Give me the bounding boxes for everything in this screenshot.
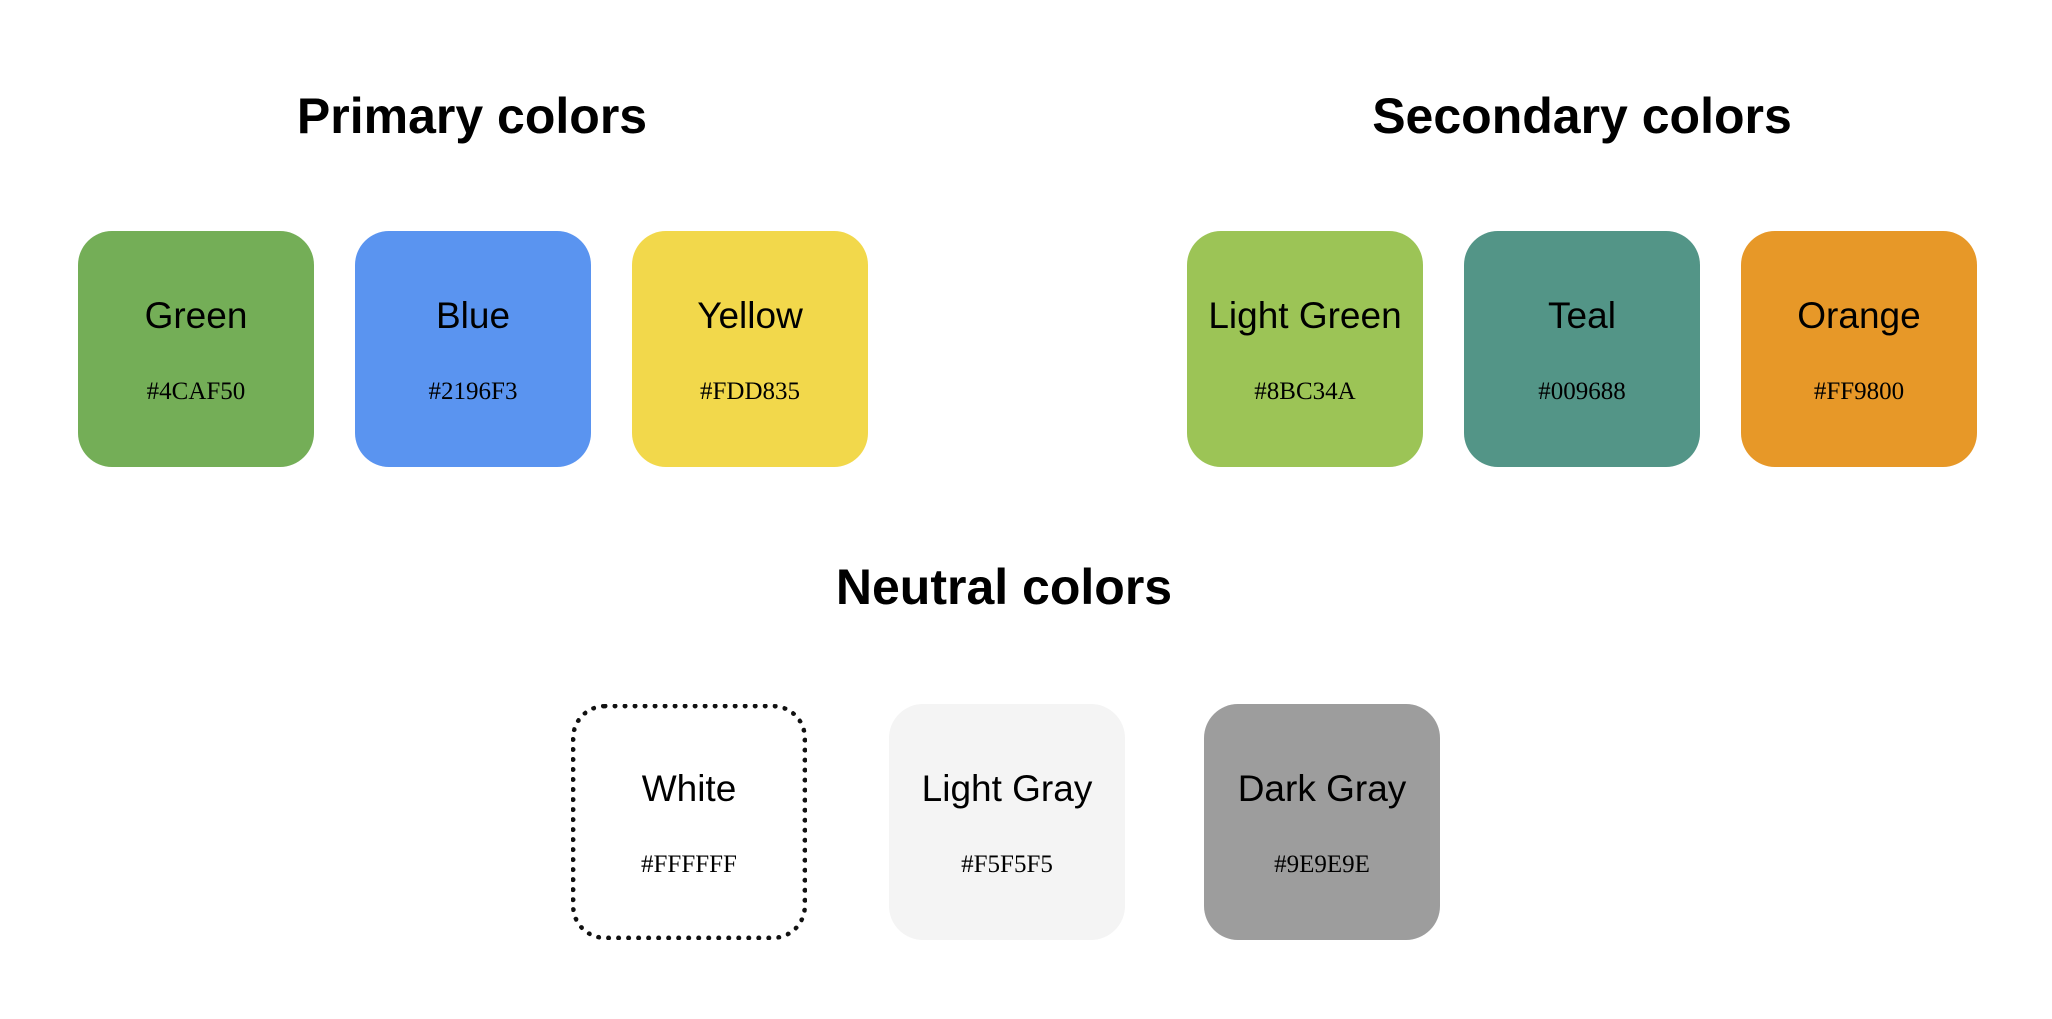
primary-colors-title: Primary colors: [296, 88, 648, 144]
swatch-white: White #FFFFFF: [571, 704, 807, 940]
swatch-name: Orange: [1797, 295, 1921, 336]
swatch-name: Light Green: [1208, 295, 1402, 336]
swatch-name: Blue: [435, 295, 511, 336]
swatch-orange: Orange #FF9800: [1741, 231, 1977, 467]
swatch-hex: #8BC34A: [1254, 378, 1356, 405]
swatch-light-gray: Light Gray #F5F5F5: [889, 704, 1125, 940]
neutral-colors-title: Neutral colors: [835, 559, 1173, 615]
swatch-teal: Teal #009688: [1464, 231, 1700, 467]
swatch-name: White: [641, 768, 737, 809]
swatch-yellow: Yellow #FDD835: [632, 231, 868, 467]
swatch-dark-gray: Dark Gray #9E9E9E: [1204, 704, 1440, 940]
swatch-hex: #FDD835: [699, 378, 800, 405]
swatch-hex: #2196F3: [428, 378, 518, 405]
swatch-hex: #009688: [1538, 378, 1626, 405]
secondary-colors-title: Secondary colors: [1372, 88, 1792, 144]
swatch-light-green: Light Green #8BC34A: [1187, 231, 1423, 467]
swatch-name: Green: [144, 295, 248, 336]
swatch-hex: #9E9E9E: [1274, 851, 1370, 878]
swatch-name: Teal: [1548, 295, 1616, 336]
swatch-name: Dark Gray: [1237, 768, 1407, 809]
swatch-hex: #4CAF50: [146, 378, 246, 405]
swatch-name: Yellow: [697, 295, 803, 336]
swatch-blue: Blue #2196F3: [355, 231, 591, 467]
swatch-name: Light Gray: [921, 768, 1093, 809]
swatch-hex: #F5F5F5: [961, 851, 1053, 878]
swatch-hex: #FF9800: [1813, 378, 1905, 405]
swatch-green: Green #4CAF50: [78, 231, 314, 467]
swatch-hex: #FFFFFF: [641, 851, 737, 878]
